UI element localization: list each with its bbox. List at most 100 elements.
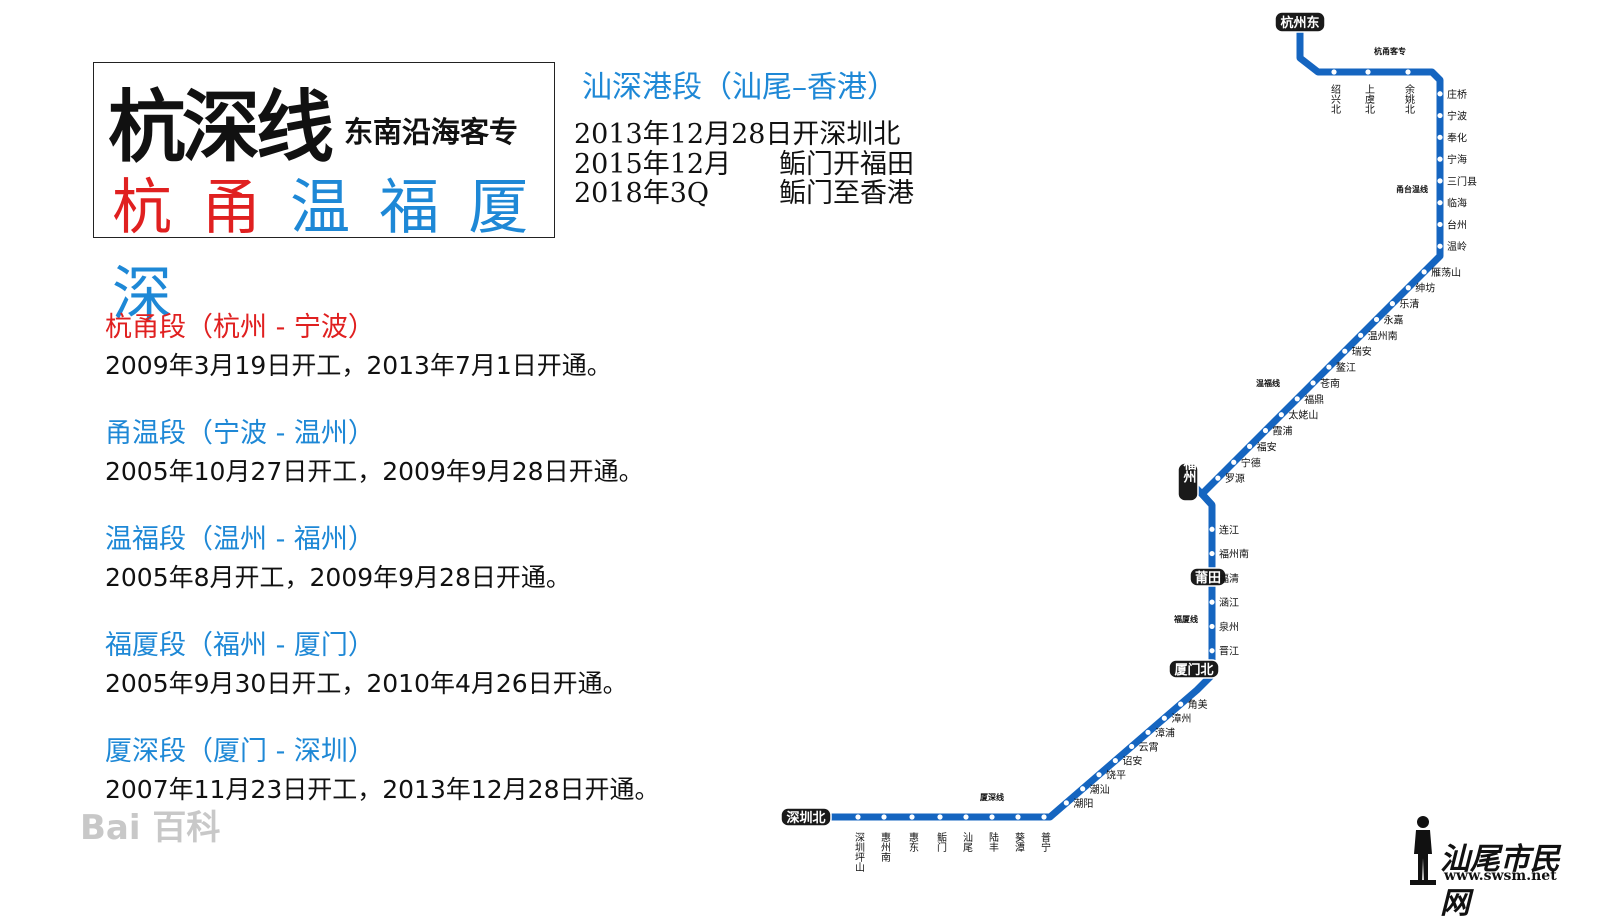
station-dot	[1405, 69, 1411, 75]
station-dot	[1437, 200, 1443, 206]
hub-marker-福州	[1177, 462, 1199, 502]
station-label-三门县: 三门县	[1447, 175, 1477, 188]
station-label-福清: 福清	[1219, 572, 1239, 585]
station-label-漳浦: 漳浦	[1155, 726, 1175, 739]
station-dot	[1437, 221, 1443, 228]
city-yong: 甬	[201, 173, 262, 243]
line-label-厦深线: 厦深线	[980, 792, 1004, 802]
city-hang: 杭	[112, 173, 172, 243]
station-label-余姚北: 余姚北	[1403, 83, 1415, 114]
info-title: 汕深港段（汕尾–香港）	[582, 70, 897, 105]
segment-fuxia: 福厦段（福州 - 厦门） 2005年9月30日开工，2010年4月26日开通。	[105, 630, 628, 700]
station-label-永嘉: 永嘉	[1384, 313, 1404, 326]
station-label-潮汕: 潮汕	[1090, 783, 1110, 796]
hub-label-莆田: 莆田	[1195, 570, 1221, 586]
station-label-庄桥: 庄桥	[1447, 88, 1467, 101]
title-box: 杭深线 东南沿海客专 杭 甬 温 福 厦 深	[93, 62, 555, 330]
station-label-深圳坪山: 深圳坪山	[853, 832, 865, 872]
station-dot	[1278, 412, 1284, 418]
station-dot	[1331, 69, 1337, 75]
station-dot	[1247, 443, 1253, 449]
station-label-鲘门: 鲘门	[935, 831, 947, 853]
station-dot	[1112, 757, 1118, 764]
station-dot	[1015, 814, 1021, 820]
station-label-霞浦: 霞浦	[1272, 425, 1292, 438]
city-fu: 福	[379, 173, 440, 243]
segment-hangyong: 杭甬段（杭州 - 宁波） 2009年3月19日开工，2013年7月1日开通。	[105, 312, 612, 382]
station-dot	[1262, 427, 1269, 434]
station-label-漳州: 漳州	[1171, 712, 1191, 725]
station-label-连江: 连江	[1219, 523, 1239, 536]
station-label-奉化: 奉化	[1447, 131, 1467, 144]
station-dot	[1209, 526, 1215, 532]
segment-xiashen: 厦深段（厦门 - 深圳） 2007年11月23日开工，2013年12月28日开通…	[105, 736, 660, 806]
station-dot	[909, 814, 915, 820]
station-label-葵潭: 葵潭	[1013, 832, 1025, 852]
info-line-2-date: 2015年12月	[574, 149, 732, 180]
title-main: 杭深线	[108, 83, 334, 173]
station-dot	[1437, 91, 1443, 97]
station-dot	[1365, 69, 1371, 75]
hub-label-福州: 福州	[1181, 456, 1198, 484]
segment-desc: 2005年9月30日开工，2010年4月26日开通。	[105, 669, 628, 698]
station-dot	[1161, 715, 1167, 721]
line-label-福厦线: 福厦线	[1173, 614, 1198, 624]
station-dot	[1342, 348, 1348, 354]
segment-wenfu: 温福段（温州 - 福州） 2005年8月开工，2009年9月28日开通。	[105, 524, 571, 594]
station-dot	[1145, 729, 1151, 735]
station-layer	[855, 69, 1443, 820]
line-label-甬台温线: 甬台温线	[1396, 184, 1428, 194]
station-dot	[1063, 800, 1069, 806]
station-label-陆丰: 陆丰	[987, 831, 999, 852]
station-dot	[1096, 772, 1102, 778]
station-dot	[1310, 380, 1316, 386]
station-dot	[1209, 648, 1215, 654]
station-label-太姥山: 太姥山	[1288, 409, 1318, 422]
station-label-乐清: 乐清	[1399, 298, 1419, 311]
title-cities: 杭 甬 温 福 厦 深	[112, 159, 554, 333]
station-dot	[1080, 786, 1086, 792]
hub-label-深圳北: 深圳北	[786, 810, 825, 826]
station-label-云霄: 云霄	[1139, 741, 1159, 753]
station-label-温岭: 温岭	[1447, 240, 1467, 253]
logo-url: www.swsm.net	[1444, 868, 1557, 884]
station-label-诏安: 诏安	[1122, 755, 1142, 768]
station-dot	[1041, 814, 1047, 820]
station-label-惠东: 惠东	[907, 831, 919, 852]
station-dot	[1405, 285, 1411, 291]
line-label-温福线: 温福线	[1256, 378, 1280, 388]
station-label-普宁: 普宁	[1039, 831, 1051, 852]
segment-desc: 2009年3月19日开工，2013年7月1日开通。	[105, 351, 612, 380]
city-xia: 厦	[468, 173, 529, 243]
station-dot	[937, 814, 943, 820]
station-label-泉州: 泉州	[1219, 620, 1239, 633]
city-shen: 深	[112, 260, 172, 330]
station-label-苍南: 苍南	[1320, 377, 1340, 390]
station-dot	[1389, 301, 1395, 307]
hub-label-厦门北: 厦门北	[1174, 662, 1213, 678]
hub-marker-杭州东	[1274, 11, 1326, 33]
station-label-福鼎: 福鼎	[1304, 393, 1324, 406]
station-label-福安: 福安	[1257, 440, 1277, 453]
station-label-台州: 台州	[1447, 218, 1467, 231]
station-dot	[1421, 269, 1427, 275]
station-dot	[989, 814, 995, 820]
station-label-角美: 角美	[1188, 698, 1208, 711]
figure-icon	[1410, 816, 1436, 885]
station-dot	[1294, 396, 1300, 402]
station-dot	[1178, 701, 1184, 707]
station-label-饶平: 饶平	[1106, 769, 1126, 782]
station-label-潮阳: 潮阳	[1073, 797, 1093, 810]
station-dot	[1437, 243, 1443, 249]
baidu-watermark: Bai 百科	[80, 808, 221, 848]
segment-title: 甬温段（宁波 - 温州）	[105, 418, 375, 449]
segment-desc: 2005年8月开工，2009年9月28日开通。	[105, 563, 571, 592]
station-dot	[1373, 316, 1380, 323]
info-line-3-date: 2018年3Q	[574, 178, 710, 209]
segment-desc: 2007年11月23日开工，2013年12月28日开通。	[105, 775, 660, 804]
segment-desc: 2005年10月27日开工，2009年9月28日开通。	[105, 457, 644, 486]
station-dot	[855, 814, 861, 820]
station-label-宁波: 宁波	[1447, 110, 1467, 123]
station-label-晋江: 晋江	[1219, 646, 1239, 658]
